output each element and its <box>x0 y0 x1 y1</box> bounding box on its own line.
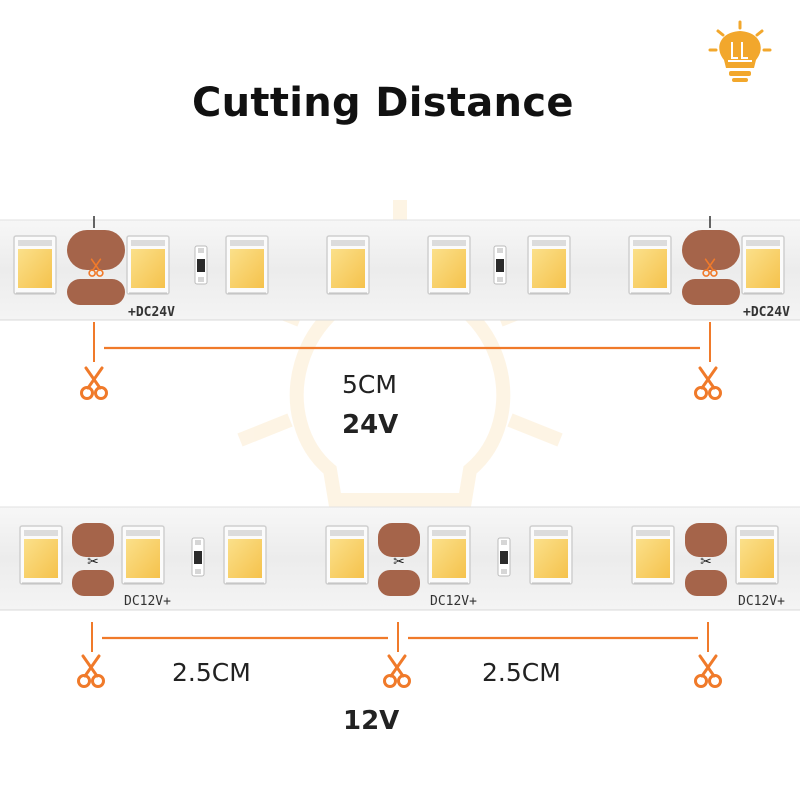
led-strip-24v: +DC24V +DC24V <box>0 216 800 321</box>
led-chip <box>326 235 370 295</box>
led-chip <box>225 235 269 295</box>
scissors-icon <box>694 366 722 400</box>
led-chip <box>529 525 573 585</box>
distance-label-12v-right: 2.5CM <box>482 658 561 687</box>
resistor-chip <box>191 537 205 577</box>
lightbulb-logo-icon <box>708 20 772 82</box>
strip-marking: DC12V+ <box>738 594 785 609</box>
strip-marking: DC12V+ <box>124 594 171 609</box>
led-chip <box>735 525 779 585</box>
cut-pads-right <box>682 230 740 305</box>
led-chip <box>223 525 267 585</box>
svg-text:✂: ✂ <box>393 553 405 569</box>
resistor-chip <box>497 537 511 577</box>
led-chip <box>19 525 63 585</box>
led-chip <box>126 235 170 295</box>
resistor-chip <box>194 245 208 285</box>
voltage-label-12v: 12V <box>343 706 400 736</box>
scissors-icon <box>383 654 411 688</box>
led-chip <box>628 235 672 295</box>
led-chip <box>427 525 471 585</box>
led-chip <box>427 235 471 295</box>
scissors-icon <box>694 654 722 688</box>
cut-pads-right: ✂ <box>685 523 727 596</box>
led-chip <box>527 235 571 295</box>
scissors-icon <box>77 654 105 688</box>
svg-text:✂: ✂ <box>87 553 99 569</box>
svg-text:✂: ✂ <box>700 553 712 569</box>
voltage-label-24v: 24V <box>342 410 399 440</box>
resistor-chip <box>493 245 507 285</box>
led-chip <box>13 235 57 295</box>
strip-marking: +DC24V <box>128 305 175 320</box>
page-title: Cutting Distance <box>192 80 574 126</box>
led-chip <box>121 525 165 585</box>
cut-pads-left <box>67 230 125 305</box>
strip-marking: +DC24V <box>743 305 790 320</box>
cut-pads-left: ✂ <box>72 523 114 596</box>
dimension-24v <box>80 322 722 400</box>
scissors-icon <box>80 366 108 400</box>
strip-marking: DC12V+ <box>430 594 477 609</box>
distance-label-12v-left: 2.5CM <box>172 658 251 687</box>
led-chip <box>325 525 369 585</box>
led-strip-12v: ✂ ✂ ✂ DC12V+ DC12V+ DC12V+ <box>0 506 800 611</box>
cut-pads-middle: ✂ <box>378 523 420 596</box>
led-chip <box>631 525 675 585</box>
led-chip <box>741 235 785 295</box>
dimension-12v <box>77 622 722 688</box>
distance-label-24v: 5CM <box>342 370 397 399</box>
